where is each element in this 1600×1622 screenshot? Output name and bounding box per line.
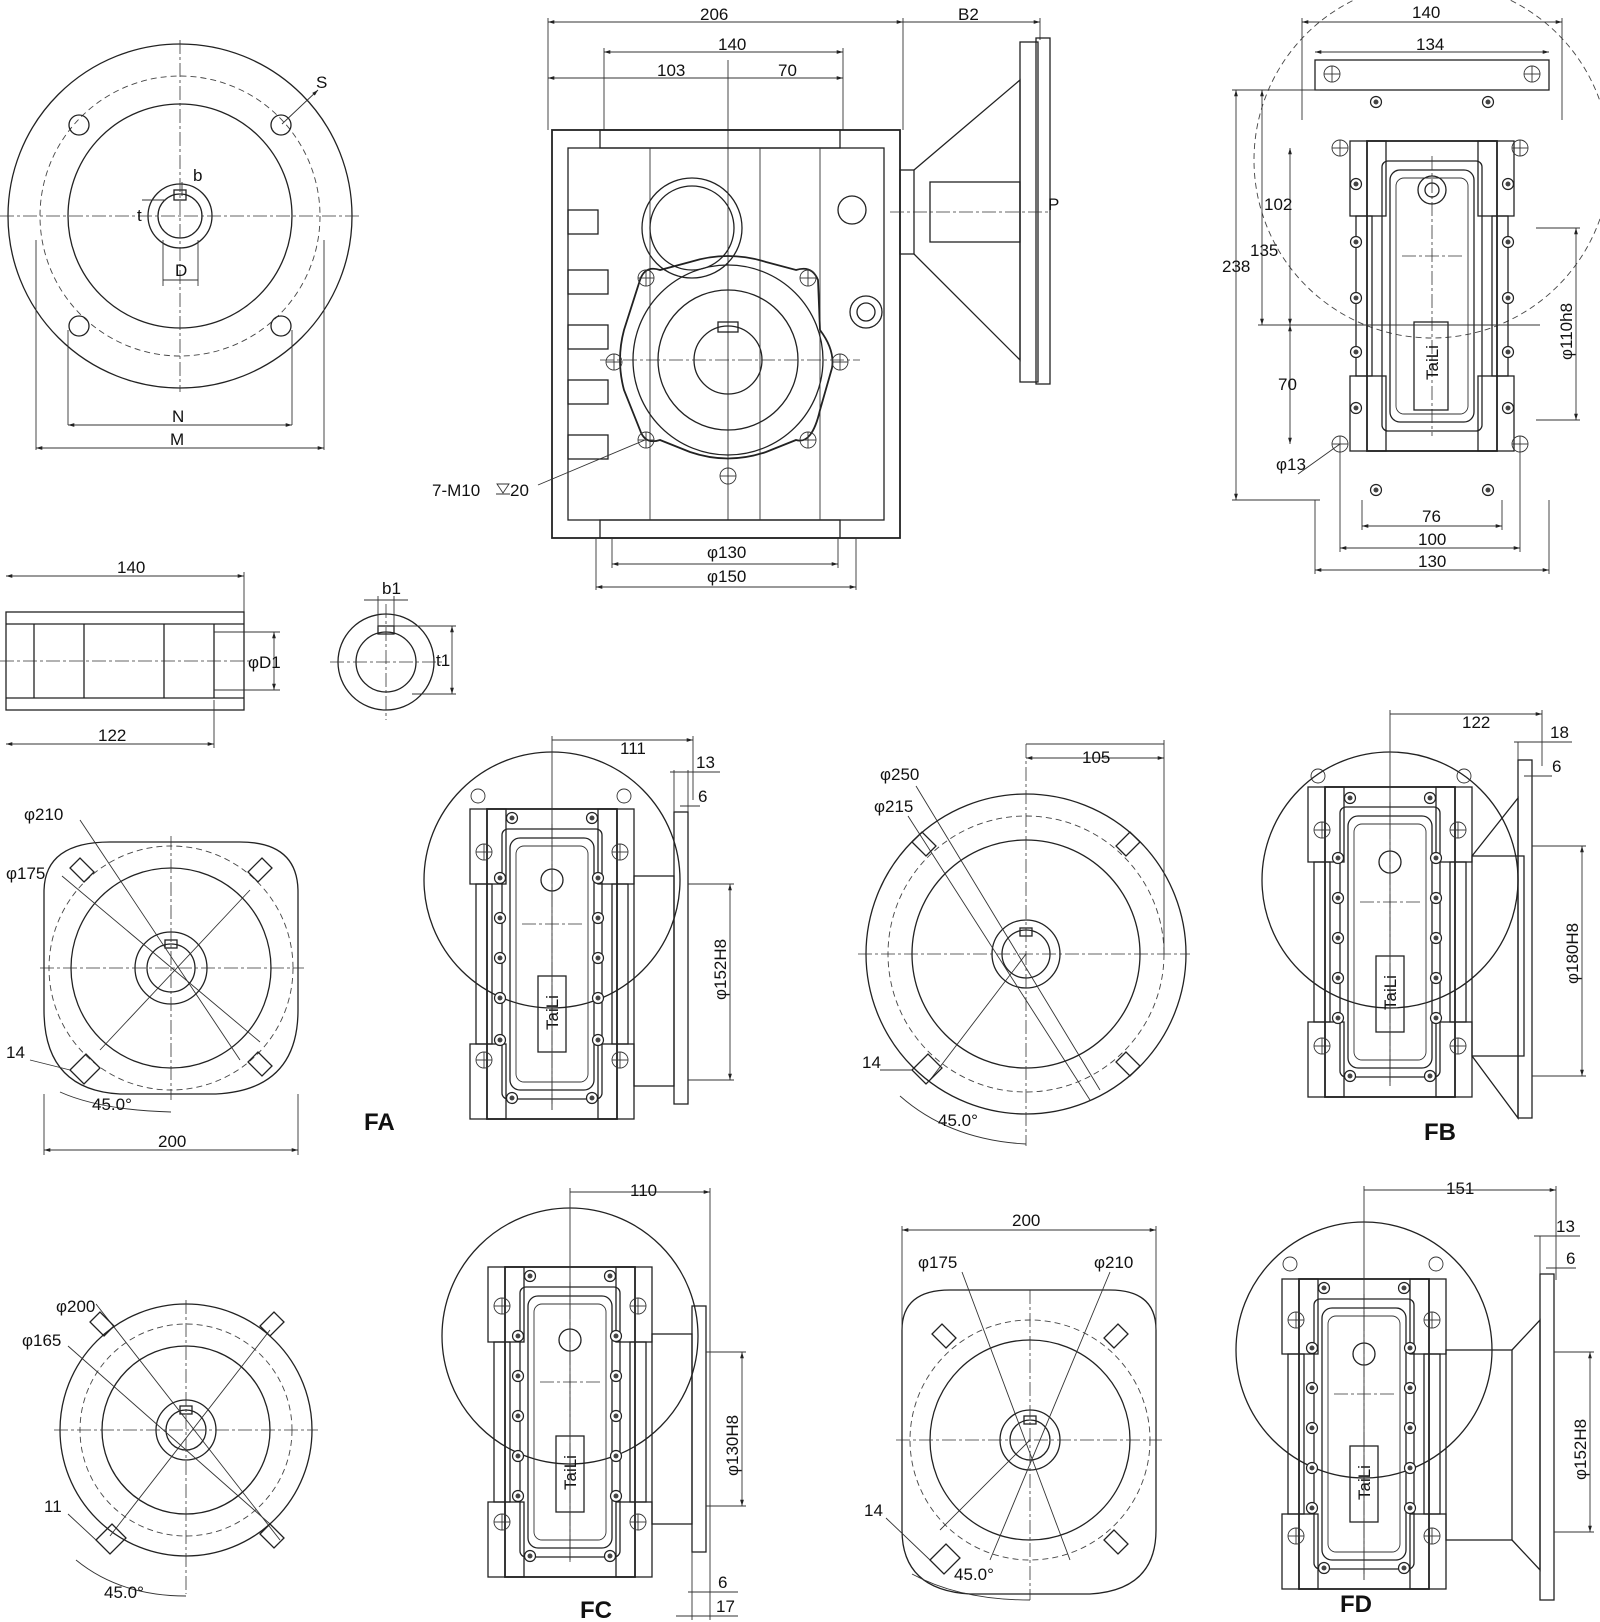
dim-fc-6: 6 [718,1573,727,1592]
dim-fa-111: 111 [620,739,646,758]
dim-130: 130 [1418,552,1446,571]
dim-B2: B2 [958,5,979,24]
dim-103: 103 [657,61,685,80]
dim-fb-phi215: φ215 [874,797,913,816]
dim-fb-14: 14 [862,1053,881,1072]
shaft-view: 140 φD1 122 [0,558,281,748]
dim-b: b [193,166,202,185]
dim-fd-6: 6 [1566,1249,1575,1268]
dim-fc-phi165: φ165 [22,1331,61,1350]
dim-phi13: φ13 [1276,455,1306,474]
dim-134: 134 [1416,35,1444,54]
dim-fa-angle: 45.0° [92,1095,132,1114]
keyway-view: b1 t1 [330,579,456,720]
motor-flange-view: S b t D N M [0,40,360,450]
dim-fd-13: 13 [1556,1217,1575,1236]
fb-flange-view: 105 φ250 φ215 14 45.0° [858,740,1190,1146]
dim-phi180H8-fb: φ180H8 [1563,923,1582,984]
dim-fd-angle: 45.0° [954,1565,994,1584]
dim-phi152H8-fa: φ152H8 [711,939,730,1000]
label-FA: FA [364,1109,395,1136]
dim-76: 76 [1422,507,1441,526]
dim-shaft-122: 122 [98,726,126,745]
fb-side-view: TaiLi 122 18 6 φ180H8 FB [1261,710,1586,1146]
dim-S: S [316,73,327,92]
dim-D: D [175,261,187,280]
dim-fd-14: 14 [864,1501,883,1520]
dim-fa-phi175: φ175 [6,864,45,883]
dim-fa-200: 200 [158,1132,186,1151]
dim-fc-110: 110 [630,1181,657,1200]
fb-brand: TaiLi [1381,975,1400,1010]
dim-140-top: 140 [1412,3,1440,22]
dim-fb-18: 18 [1550,723,1569,742]
dim-fc-17: 17 [716,1597,735,1616]
dim-fb-122: 122 [1462,713,1490,732]
dim-fb-6: 6 [1552,757,1561,776]
dim-t1: t1 [436,651,450,670]
dim-fc-phi200: φ200 [56,1297,95,1316]
dim-P: P [1048,195,1059,214]
fa-brand: TaiLi [543,995,562,1030]
fa-flange-view: φ210 φ175 14 45.0° 200 [6,805,304,1155]
main-top-view: 140 134 TaiLi 102 135 238 70 φ13 φ110h8 … [1222,0,1600,574]
dim-fb-phi250: φ250 [880,765,919,784]
thread-callout: 7-M10 [432,481,480,500]
dim-140-side: 140 [718,35,746,54]
dim-shaft-140: 140 [117,558,145,577]
dim-t: t [137,206,142,225]
thread-depth: 20 [510,481,529,500]
dim-phiD1: φD1 [248,653,281,672]
dim-206: 206 [700,5,728,24]
dim-fa-13: 13 [696,753,715,772]
fc-flange-view: φ200 φ165 11 45.0° [22,1297,318,1602]
dim-fb-105: 105 [1082,748,1110,767]
dim-fc-11: 11 [44,1497,62,1516]
dim-102: 102 [1264,195,1292,214]
dim-135: 135 [1250,241,1278,260]
dim-phi110h8: φ110h8 [1557,303,1576,360]
dim-fd-151: 151 [1446,1179,1474,1198]
dim-100: 100 [1418,530,1446,549]
dim-fd-phi210: φ210 [1094,1253,1133,1272]
dim-phi130H8-fc: φ130H8 [723,1415,742,1476]
label-FB: FB [1424,1119,1456,1146]
dim-fb-angle: 45.0° [938,1111,978,1130]
label-FC: FC [580,1597,612,1622]
depth-icon [496,483,510,495]
dim-fa-6: 6 [698,787,707,806]
dim-70-side: 70 [778,61,797,80]
dim-phi130: φ130 [707,543,746,562]
dim-fd-200: 200 [1012,1211,1040,1230]
fd-brand: TaiLi [1355,1465,1374,1500]
dim-fa-phi210: φ210 [24,805,63,824]
dim-70-top: 70 [1278,375,1297,394]
label-FD: FD [1340,1591,1372,1618]
dim-238: 238 [1222,257,1250,276]
dim-b1: b1 [382,579,401,598]
fc-brand: TaiLi [561,1455,580,1490]
brand-plate: TaiLi [1423,345,1442,380]
dim-phi150: φ150 [707,567,746,586]
fc-side-view: TaiLi 110 φ130H8 6 17 FC [441,1181,746,1622]
dim-fc-angle: 45.0° [104,1583,144,1602]
main-side-view: 206 B2 140 103 70 P 7-M10 20 [432,5,1059,590]
fa-side-view: TaiLi 111 13 6 φ152H8 FA [364,736,734,1136]
fd-flange-view: 200 φ175 φ210 14 45.0° [864,1211,1162,1601]
dim-M: M [170,430,184,449]
dim-phi152H8-fd: φ152H8 [1571,1419,1590,1480]
dim-fa-14: 14 [6,1043,25,1062]
dim-N: N [172,407,184,426]
fd-side-view: TaiLi 151 13 6 φ152H8 FD [1235,1179,1594,1618]
dim-fd-phi175: φ175 [918,1253,957,1272]
